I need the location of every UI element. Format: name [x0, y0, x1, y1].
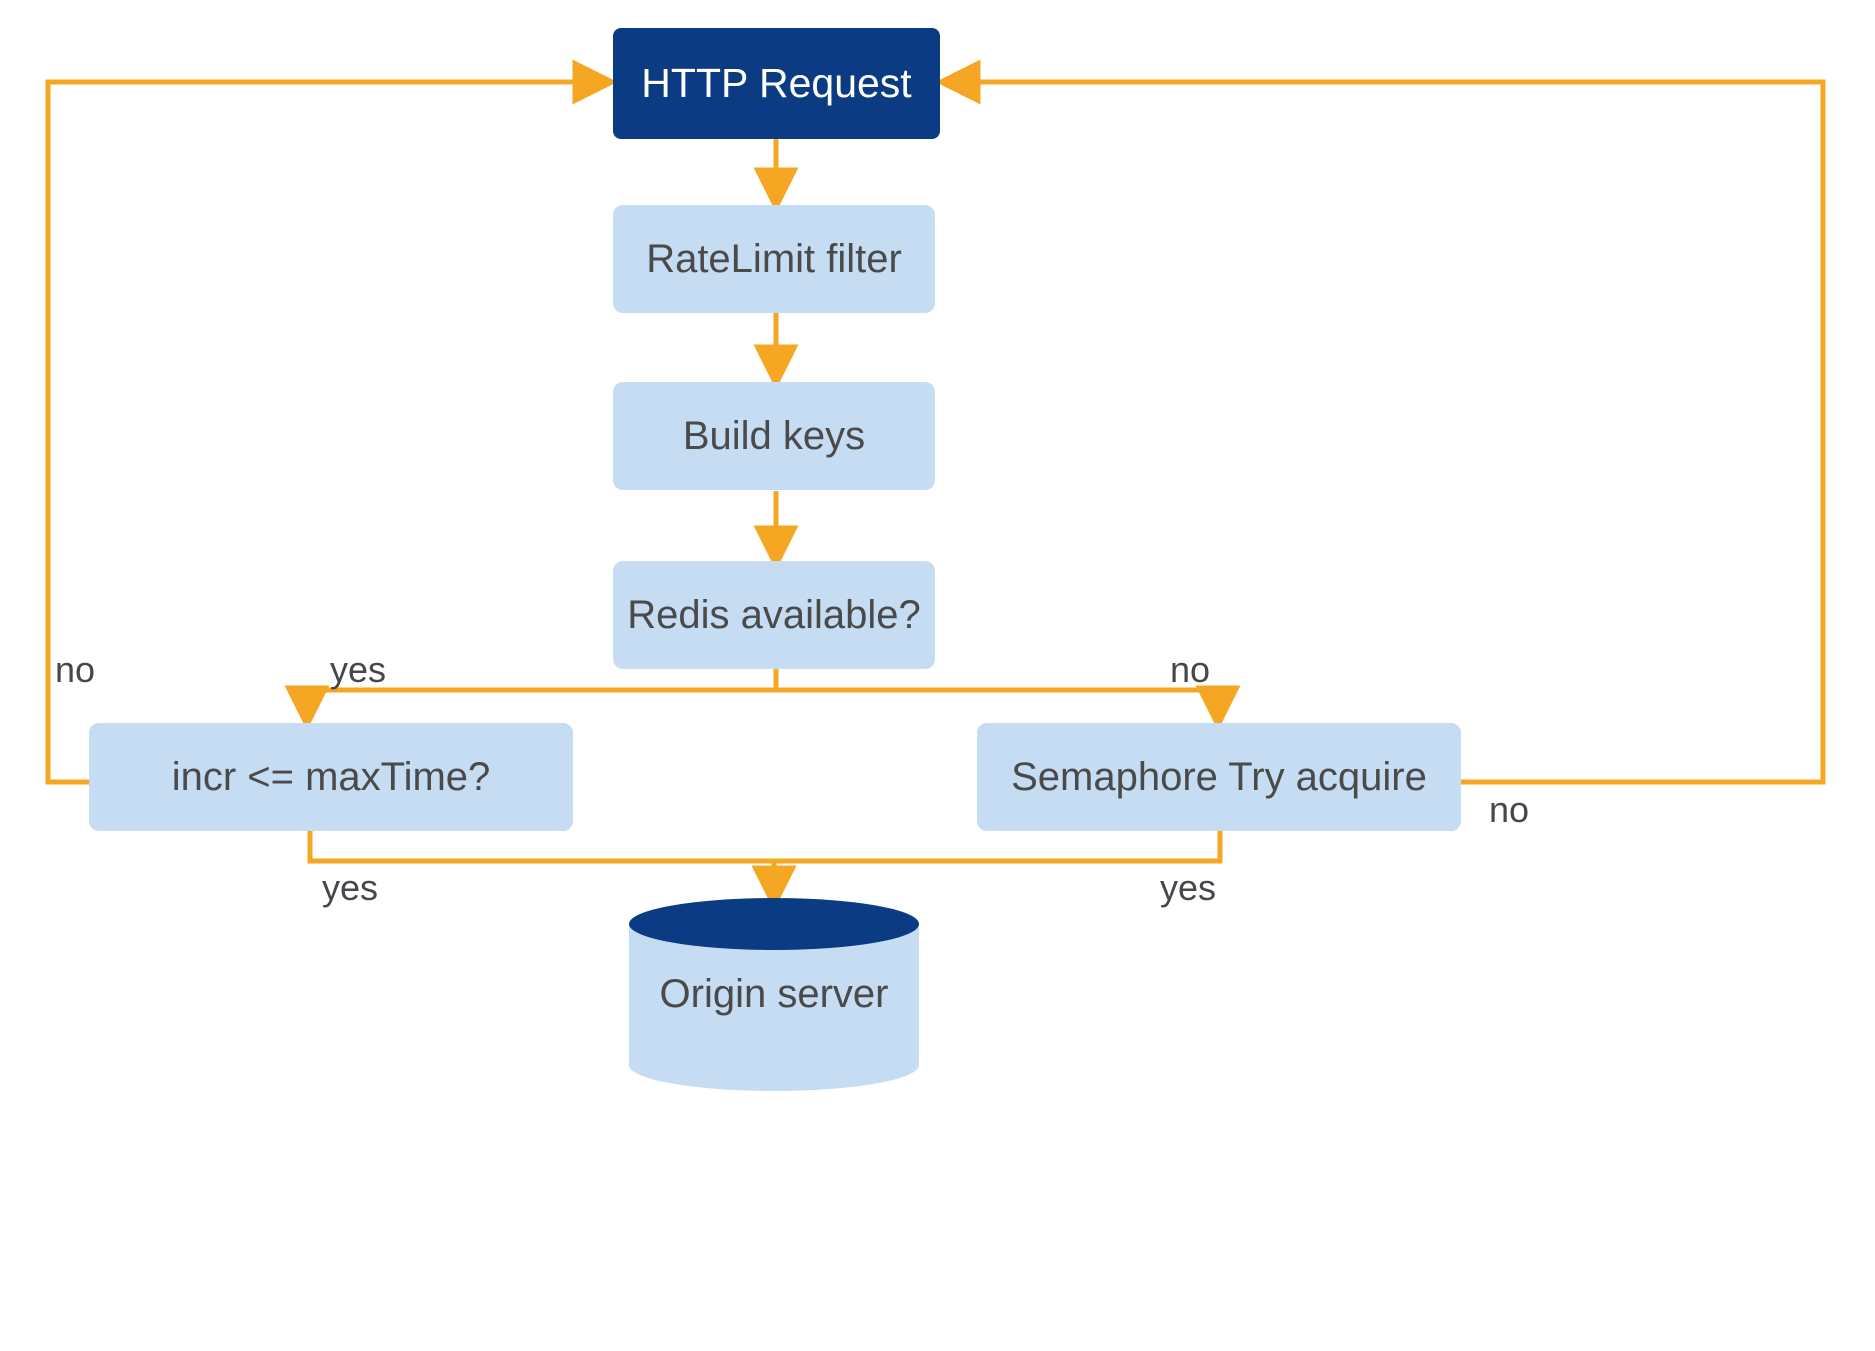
edge-incr-no-to-http: [45, 59, 618, 785]
node-http-request[interactable]: HTTP Request: [613, 28, 940, 139]
node-redis-available[interactable]: Redis available?: [613, 561, 935, 669]
node-ratelimit-filter[interactable]: RateLimit filter: [613, 205, 935, 313]
edge-label-incr-yes: yes: [322, 867, 379, 908]
node-build-keys-label: Build keys: [682, 414, 866, 458]
node-incr-max-time-label: incr <= maxTime?: [171, 755, 491, 799]
cylinder-bottom-ellipse: [629, 1039, 919, 1091]
edge-semaphore-yes-to-origin: [751, 831, 1223, 911]
edge-redis-no-to-semaphore: [773, 669, 1241, 731]
edge-incr-yes-to-origin: [307, 831, 797, 911]
edge-label-semaphore-yes: yes: [1160, 867, 1217, 908]
node-ratelimit-filter-label: RateLimit filter: [646, 237, 902, 281]
cylinder-top-ellipse: [629, 898, 919, 950]
node-http-request-label: HTTP Request: [641, 59, 912, 106]
node-semaphore-try-acquire[interactable]: Semaphore Try acquire: [977, 723, 1461, 831]
edge-label-incr-no: no: [55, 649, 96, 690]
node-semaphore-try-acquire-label: Semaphore Try acquire: [1011, 755, 1427, 799]
node-incr-max-time[interactable]: incr <= maxTime?: [89, 723, 573, 831]
edge-label-redis-no: no: [1170, 649, 1211, 690]
node-origin-server[interactable]: Origin server: [629, 898, 919, 1091]
edge-label-semaphore-no: no: [1489, 789, 1530, 830]
node-redis-available-label: Redis available?: [627, 593, 921, 637]
node-build-keys[interactable]: Build keys: [613, 382, 935, 490]
edge-label-redis-yes: yes: [330, 649, 387, 690]
node-origin-server-label: Origin server: [659, 972, 889, 1016]
edge-semaphore-no-to-http: [935, 59, 1826, 785]
